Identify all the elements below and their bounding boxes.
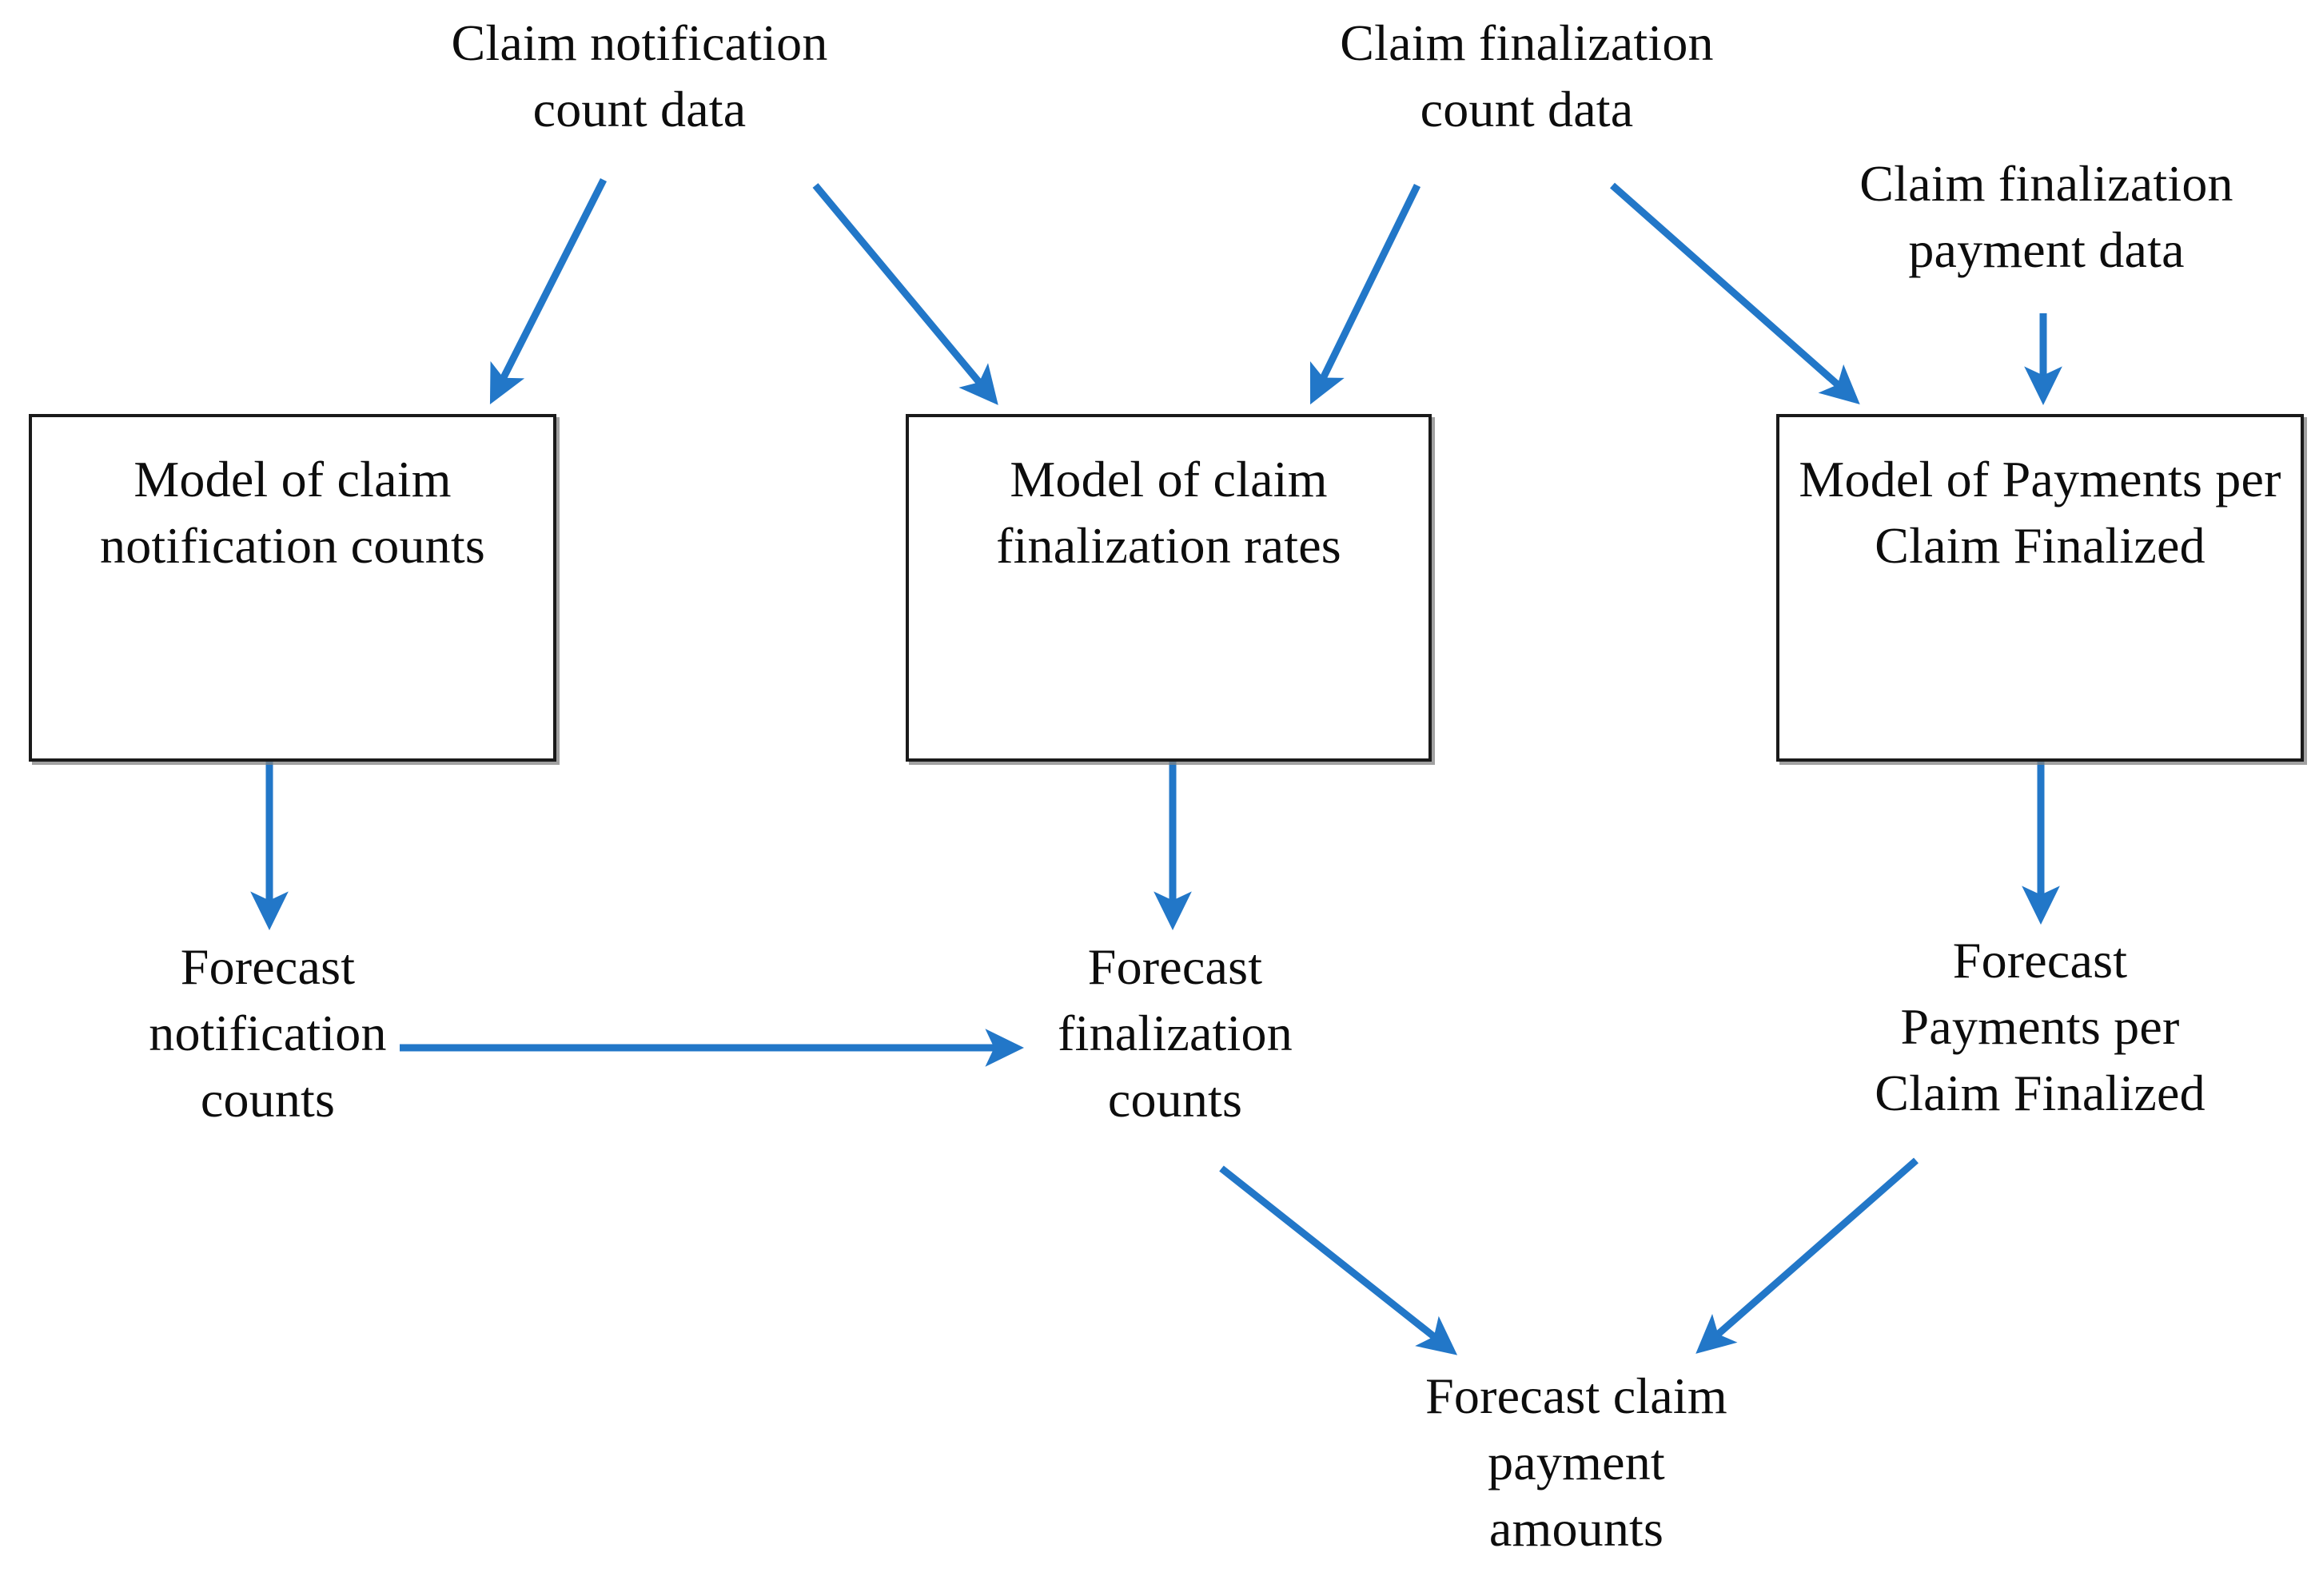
- label-claim-finalization-payment-data: Claim finalization payment data: [1859, 155, 2233, 279]
- box-model-claim-finalization-rates[interactable]: Model of claim finalization rates: [906, 414, 1432, 762]
- arrow-payforecast-to-output: [1695, 1157, 1919, 1354]
- arrow-findata-to-finalmodel: [1309, 184, 1421, 405]
- box-model-claim-notification-counts[interactable]: Model of claim notification counts: [29, 414, 556, 762]
- label-forecast-payments-per-claim-finalized: Forecast Payments per Claim Finalized: [1875, 932, 2205, 1122]
- arrow-finalforecast-to-output: [1219, 1165, 1458, 1355]
- box-label-model-payments-per-claim-finalized: Model of Payments per Claim Finalized: [1799, 451, 2281, 575]
- label-claim-notification-count-data: Claim notification count data: [451, 14, 828, 138]
- box-label-model-claim-finalization-rates: Model of claim finalization rates: [996, 451, 1341, 575]
- label-forecast-claim-payment-amounts: Forecast claim payment amounts: [1425, 1367, 1727, 1558]
- arrow-notifdata-to-notifmodel: [489, 177, 608, 405]
- box-label-model-claim-notification-counts: Model of claim notification counts: [100, 451, 485, 575]
- label-forecast-notification-counts: Forecast notification counts: [149, 938, 387, 1128]
- box-model-payments-per-claim-finalized[interactable]: Model of Payments per Claim Finalized: [1776, 414, 2304, 762]
- label-forecast-finalization-counts: Forecast finalization counts: [1058, 938, 1293, 1128]
- label-claim-finalization-count-data: Claim finalization count data: [1340, 14, 1714, 138]
- arrow-notifdata-to-finalmodel: [812, 183, 998, 405]
